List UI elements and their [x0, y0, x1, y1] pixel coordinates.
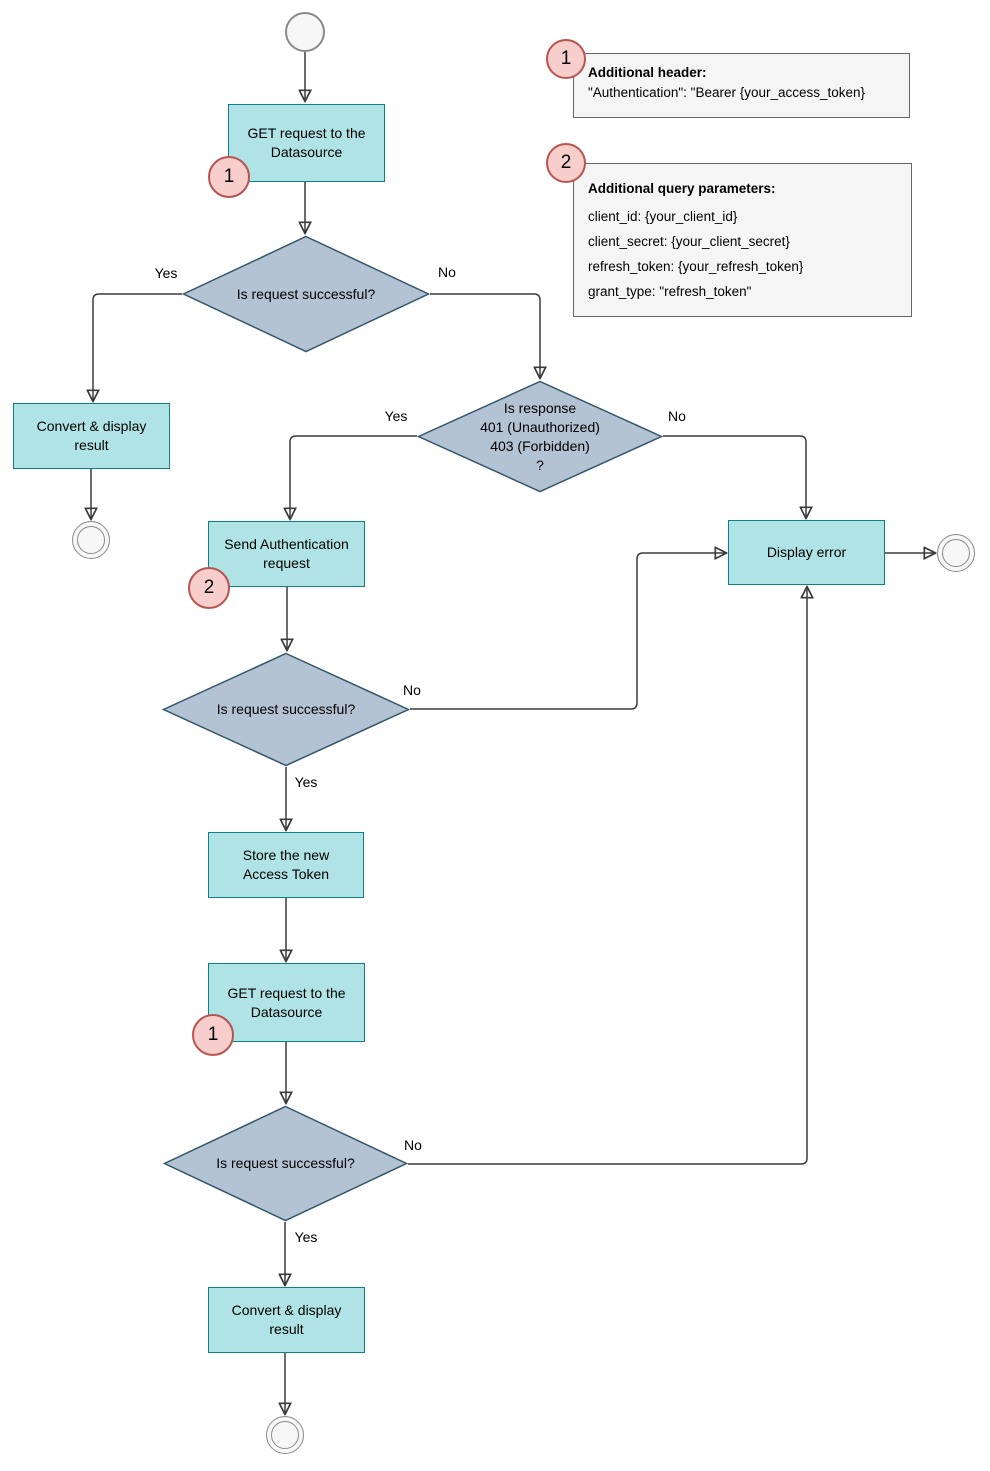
decision-request-successful-3: Is request successful? — [163, 1105, 408, 1222]
decision-response-401-403: Is response 401 (Unauthorized) 403 (Forb… — [417, 380, 663, 493]
process-convert-display-bottom: Convert & display result — [208, 1287, 365, 1353]
process-display-error: Display error — [728, 520, 885, 585]
decision-label: Is response 401 (Unauthorized) 403 (Forb… — [480, 399, 600, 473]
note-line: client_secret: {your_client_secret} — [588, 234, 790, 249]
edge-d1-no-d2 — [430, 293, 540, 378]
end-node-right — [937, 534, 975, 572]
note-title: Additional header: — [588, 65, 707, 80]
end-node-inner-circle — [77, 526, 105, 554]
diamond-shape — [163, 1105, 408, 1222]
badge-2: 2 — [188, 567, 230, 609]
decision-label: Is request successful? — [236, 285, 376, 302]
edge-d2-yes-sendauth — [290, 435, 417, 519]
badge-1: 1 — [546, 39, 586, 79]
process-get-request-2: GET request to the Datasource 1 — [192, 963, 365, 1056]
process-label: Convert & display result — [231, 1302, 342, 1337]
note-line: refresh_token: {your_refresh_token} — [588, 259, 804, 274]
decision-request-successful-2: Is request successful? — [162, 652, 410, 767]
diamond-shape — [182, 235, 430, 353]
decision-request-successful-1: Is request successful? — [182, 235, 430, 353]
edge-d4-no-displayerror — [408, 587, 807, 1165]
edge-label-no: No — [436, 264, 458, 280]
process-label: Send Authentication request — [224, 536, 349, 571]
edge-label-no: No — [402, 1137, 424, 1153]
note-line: client_id: {your_client_id} — [588, 209, 738, 224]
badge-1: 1 — [192, 1014, 234, 1056]
process-label: Display error — [766, 544, 847, 560]
edge-label-yes: Yes — [292, 774, 320, 790]
edge-label-no: No — [401, 682, 423, 698]
end-node-inner-circle — [271, 1421, 299, 1449]
edge-label-yes: Yes — [292, 1229, 320, 1245]
decision-label: Is request successful? — [216, 701, 356, 717]
process-label: GET request to the Datasource — [247, 125, 366, 160]
note-line: "Authentication": "Bearer {your_access_t… — [588, 85, 866, 100]
diamond-shape — [417, 380, 663, 493]
process-convert-display-left: Convert & display result — [13, 403, 170, 469]
note-line: grant_type: "refresh_token" — [588, 284, 752, 299]
end-node-inner-circle — [942, 539, 970, 567]
note-additional-query-params: Additional query parameters: client_id: … — [546, 143, 912, 317]
edge-label-no: No — [666, 408, 688, 424]
note-additional-header: Additional header: "Authentication": "Be… — [546, 39, 910, 118]
start-node — [285, 12, 325, 52]
process-label: Convert & display result — [36, 418, 147, 453]
end-node-bottom — [266, 1416, 304, 1454]
badge-2: 2 — [546, 143, 586, 183]
edge-label-yes: Yes — [382, 408, 410, 424]
process-store-token: Store the new Access Token — [208, 832, 364, 898]
process-label: Store the new Access Token — [242, 847, 330, 882]
end-node-left — [72, 521, 110, 559]
process-send-auth-request: Send Authentication request 2 — [188, 521, 365, 609]
process-get-request-1: GET request to the Datasource 1 — [208, 104, 385, 198]
edge-label-yes: Yes — [152, 265, 180, 281]
badge-1: 1 — [208, 156, 250, 198]
diamond-shape — [162, 652, 410, 767]
decision-label: Is request successful? — [216, 1155, 355, 1171]
note-title: Additional query parameters: — [588, 181, 776, 196]
edge-d1-yes-convert-left — [93, 293, 182, 401]
process-label: GET request to the Datasource — [227, 984, 346, 1020]
edge-d3-no-displayerror — [410, 553, 726, 710]
edge-d2-no-displayerror — [663, 435, 806, 518]
